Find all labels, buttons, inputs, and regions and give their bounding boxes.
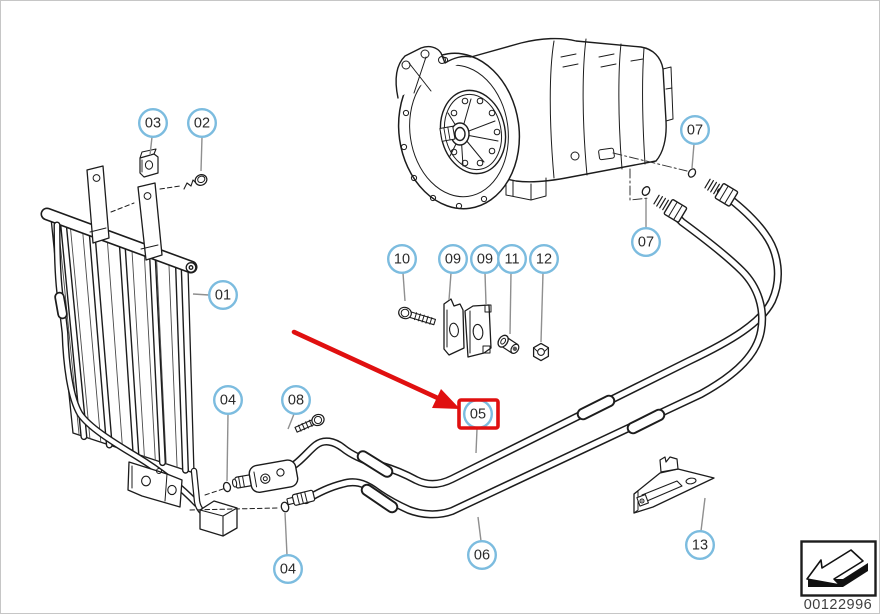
svg-text:02: 02 <box>194 116 210 132</box>
svg-text:09: 09 <box>477 252 493 268</box>
nut-drawing <box>532 342 550 362</box>
pipe-connector-block <box>231 459 299 494</box>
oil-cooler-drawing <box>40 148 238 537</box>
svg-text:08: 08 <box>288 393 304 409</box>
part-number: 00122996 <box>804 597 873 613</box>
callout-11-13[interactable]: 11 <box>497 243 528 274</box>
svg-text:09: 09 <box>445 252 461 268</box>
clamp-half-drawing <box>464 304 492 358</box>
o-ring <box>222 481 232 493</box>
svg-text:10: 10 <box>394 252 410 268</box>
svg-text:04: 04 <box>220 393 236 409</box>
highlighted-callout-box <box>457 398 500 430</box>
bracket-drawing <box>633 456 715 514</box>
page-back-button[interactable] <box>800 540 877 597</box>
callout-01-0[interactable]: 01 <box>207 280 238 311</box>
svg-text:04: 04 <box>280 562 296 578</box>
transmission-drawing <box>395 37 688 210</box>
callout-12-14[interactable]: 12 <box>529 243 560 274</box>
bolt-drawing <box>398 306 437 326</box>
highlight-arrow <box>291 329 460 409</box>
bolt-drawing <box>294 413 325 433</box>
callout-13-15[interactable]: 13 <box>685 530 716 561</box>
callout-06-6[interactable]: 06 <box>467 540 498 571</box>
svg-text:03: 03 <box>145 116 161 132</box>
callout-04-4[interactable]: 04 <box>273 554 304 585</box>
callout-02-1[interactable]: 02 <box>186 107 217 138</box>
callout-09-11[interactable]: 09 <box>470 243 501 274</box>
callout-05-5[interactable]: 05 <box>463 399 494 430</box>
leader-lines <box>149 136 706 556</box>
svg-text:06: 06 <box>474 548 490 564</box>
o-ring <box>641 186 651 196</box>
svg-text:05: 05 <box>470 407 486 423</box>
o-ring <box>687 168 697 178</box>
clamp-half-drawing <box>443 298 465 356</box>
highlight-box-layer <box>457 398 500 430</box>
callout-03-2[interactable]: 03 <box>137 107 168 138</box>
svg-text:13: 13 <box>692 538 708 554</box>
callout-04-3[interactable]: 04 <box>212 385 243 416</box>
callout-07-8[interactable]: 07 <box>631 226 662 257</box>
o-ring <box>280 501 290 513</box>
svg-text:01: 01 <box>215 288 231 304</box>
svg-text:07: 07 <box>638 235 654 251</box>
callout-08-9[interactable]: 08 <box>281 385 312 416</box>
svg-text:07: 07 <box>687 123 703 139</box>
pipe-fitting <box>653 194 688 223</box>
callouts: 01 02 03 04 04 05 06 07 07 08 09 09 10 11 12 13 <box>137 107 716 585</box>
callout-07-7[interactable]: 07 <box>680 114 711 145</box>
callout-10-12[interactable]: 10 <box>387 243 418 274</box>
cooler-pipes-drawing <box>189 168 782 519</box>
bushing-drawing <box>497 334 520 354</box>
pipe-end-stub <box>286 489 316 506</box>
svg-text:12: 12 <box>536 252 552 268</box>
screw-drawing <box>183 174 208 190</box>
page-back-arrow-icon <box>806 549 868 587</box>
svg-text:11: 11 <box>504 252 519 268</box>
callout-09-10[interactable]: 09 <box>438 243 469 274</box>
pipe-fitting <box>704 178 739 207</box>
